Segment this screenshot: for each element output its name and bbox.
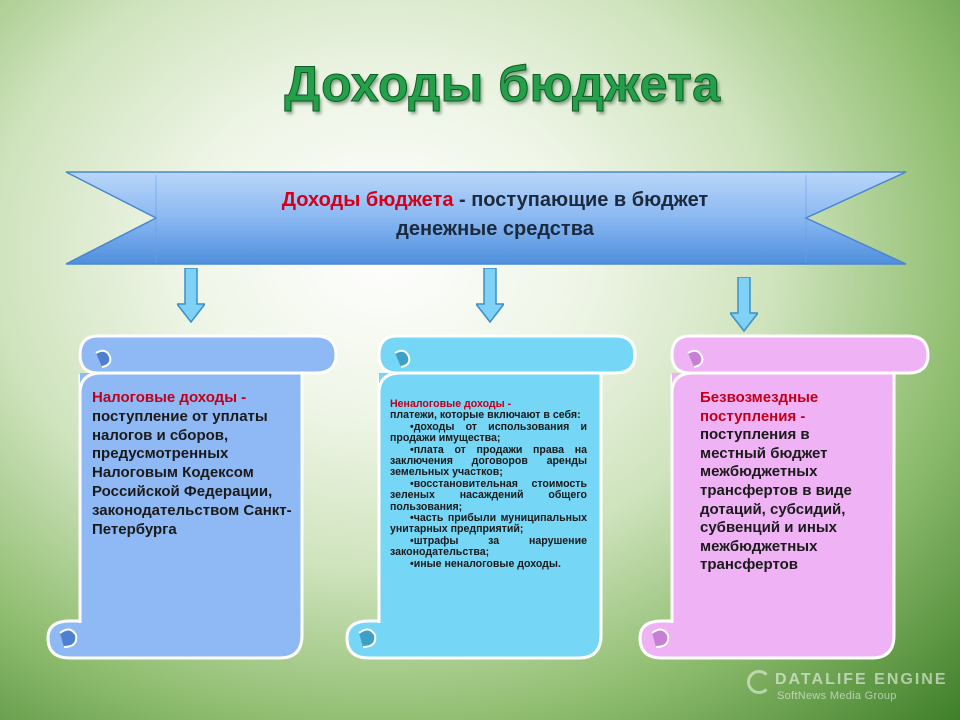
page-title: Доходы бюджета <box>284 56 721 113</box>
banner-definition-line1: - поступающие в бюджет <box>453 189 709 211</box>
non-tax-income-item: •плата от продажи права на заключения до… <box>390 443 587 479</box>
watermark: DATALIFE ENGINE SoftNews Media Group <box>745 668 955 708</box>
watermark-main: DATALIFE ENGINE <box>775 671 948 688</box>
non-tax-income-item: •доходы от использования и продажи имуще… <box>390 420 587 445</box>
non-tax-income-text: Неналоговые доходы - платежи, которые вк… <box>390 398 587 570</box>
gratuitous-receipts-text: Безвозмездные поступления - поступления … <box>700 389 870 575</box>
tax-income-body: поступление от уплаты налогов и сборов, … <box>92 407 292 538</box>
tax-income-scroll <box>40 333 340 663</box>
tax-income-text: Налоговые доходы - поступление от уплаты… <box>92 389 292 539</box>
gratuitous-receipts-heading: Безвозмездные поступления - <box>700 389 819 425</box>
non-tax-income-lead: платежи, которые включают в себя: <box>390 409 581 422</box>
down-arrow-icon <box>177 268 205 324</box>
non-tax-income-item: •иные неналоговые доходы. <box>410 557 561 570</box>
non-tax-income-heading: Неналоговые доходы - <box>390 398 512 410</box>
non-tax-income-item: •часть прибыли муниципальных унитарных п… <box>390 512 587 536</box>
banner-term: Доходы бюджета <box>281 189 454 211</box>
non-tax-income-item: •штрафы за нарушение законодательства; <box>390 534 587 559</box>
watermark-sub: SoftNews Media Group <box>777 690 897 702</box>
tax-income-heading: Налоговые доходы - <box>92 389 247 406</box>
non-tax-income-scroll <box>339 333 639 663</box>
down-arrow-icon <box>730 277 758 333</box>
gratuitous-receipts-scroll <box>632 333 932 663</box>
down-arrow-icon <box>476 268 504 324</box>
banner-definition: Доходы бюджета - поступающие в бюджет де… <box>200 186 790 244</box>
gratuitous-receipts-body: поступления в местный бюджет межбюджетны… <box>700 426 852 574</box>
watermark-logo-icon <box>747 670 771 694</box>
banner-definition-line2: денежные средства <box>396 218 594 240</box>
non-tax-income-item: •восстановительная стоимость зеленых нас… <box>390 477 587 513</box>
